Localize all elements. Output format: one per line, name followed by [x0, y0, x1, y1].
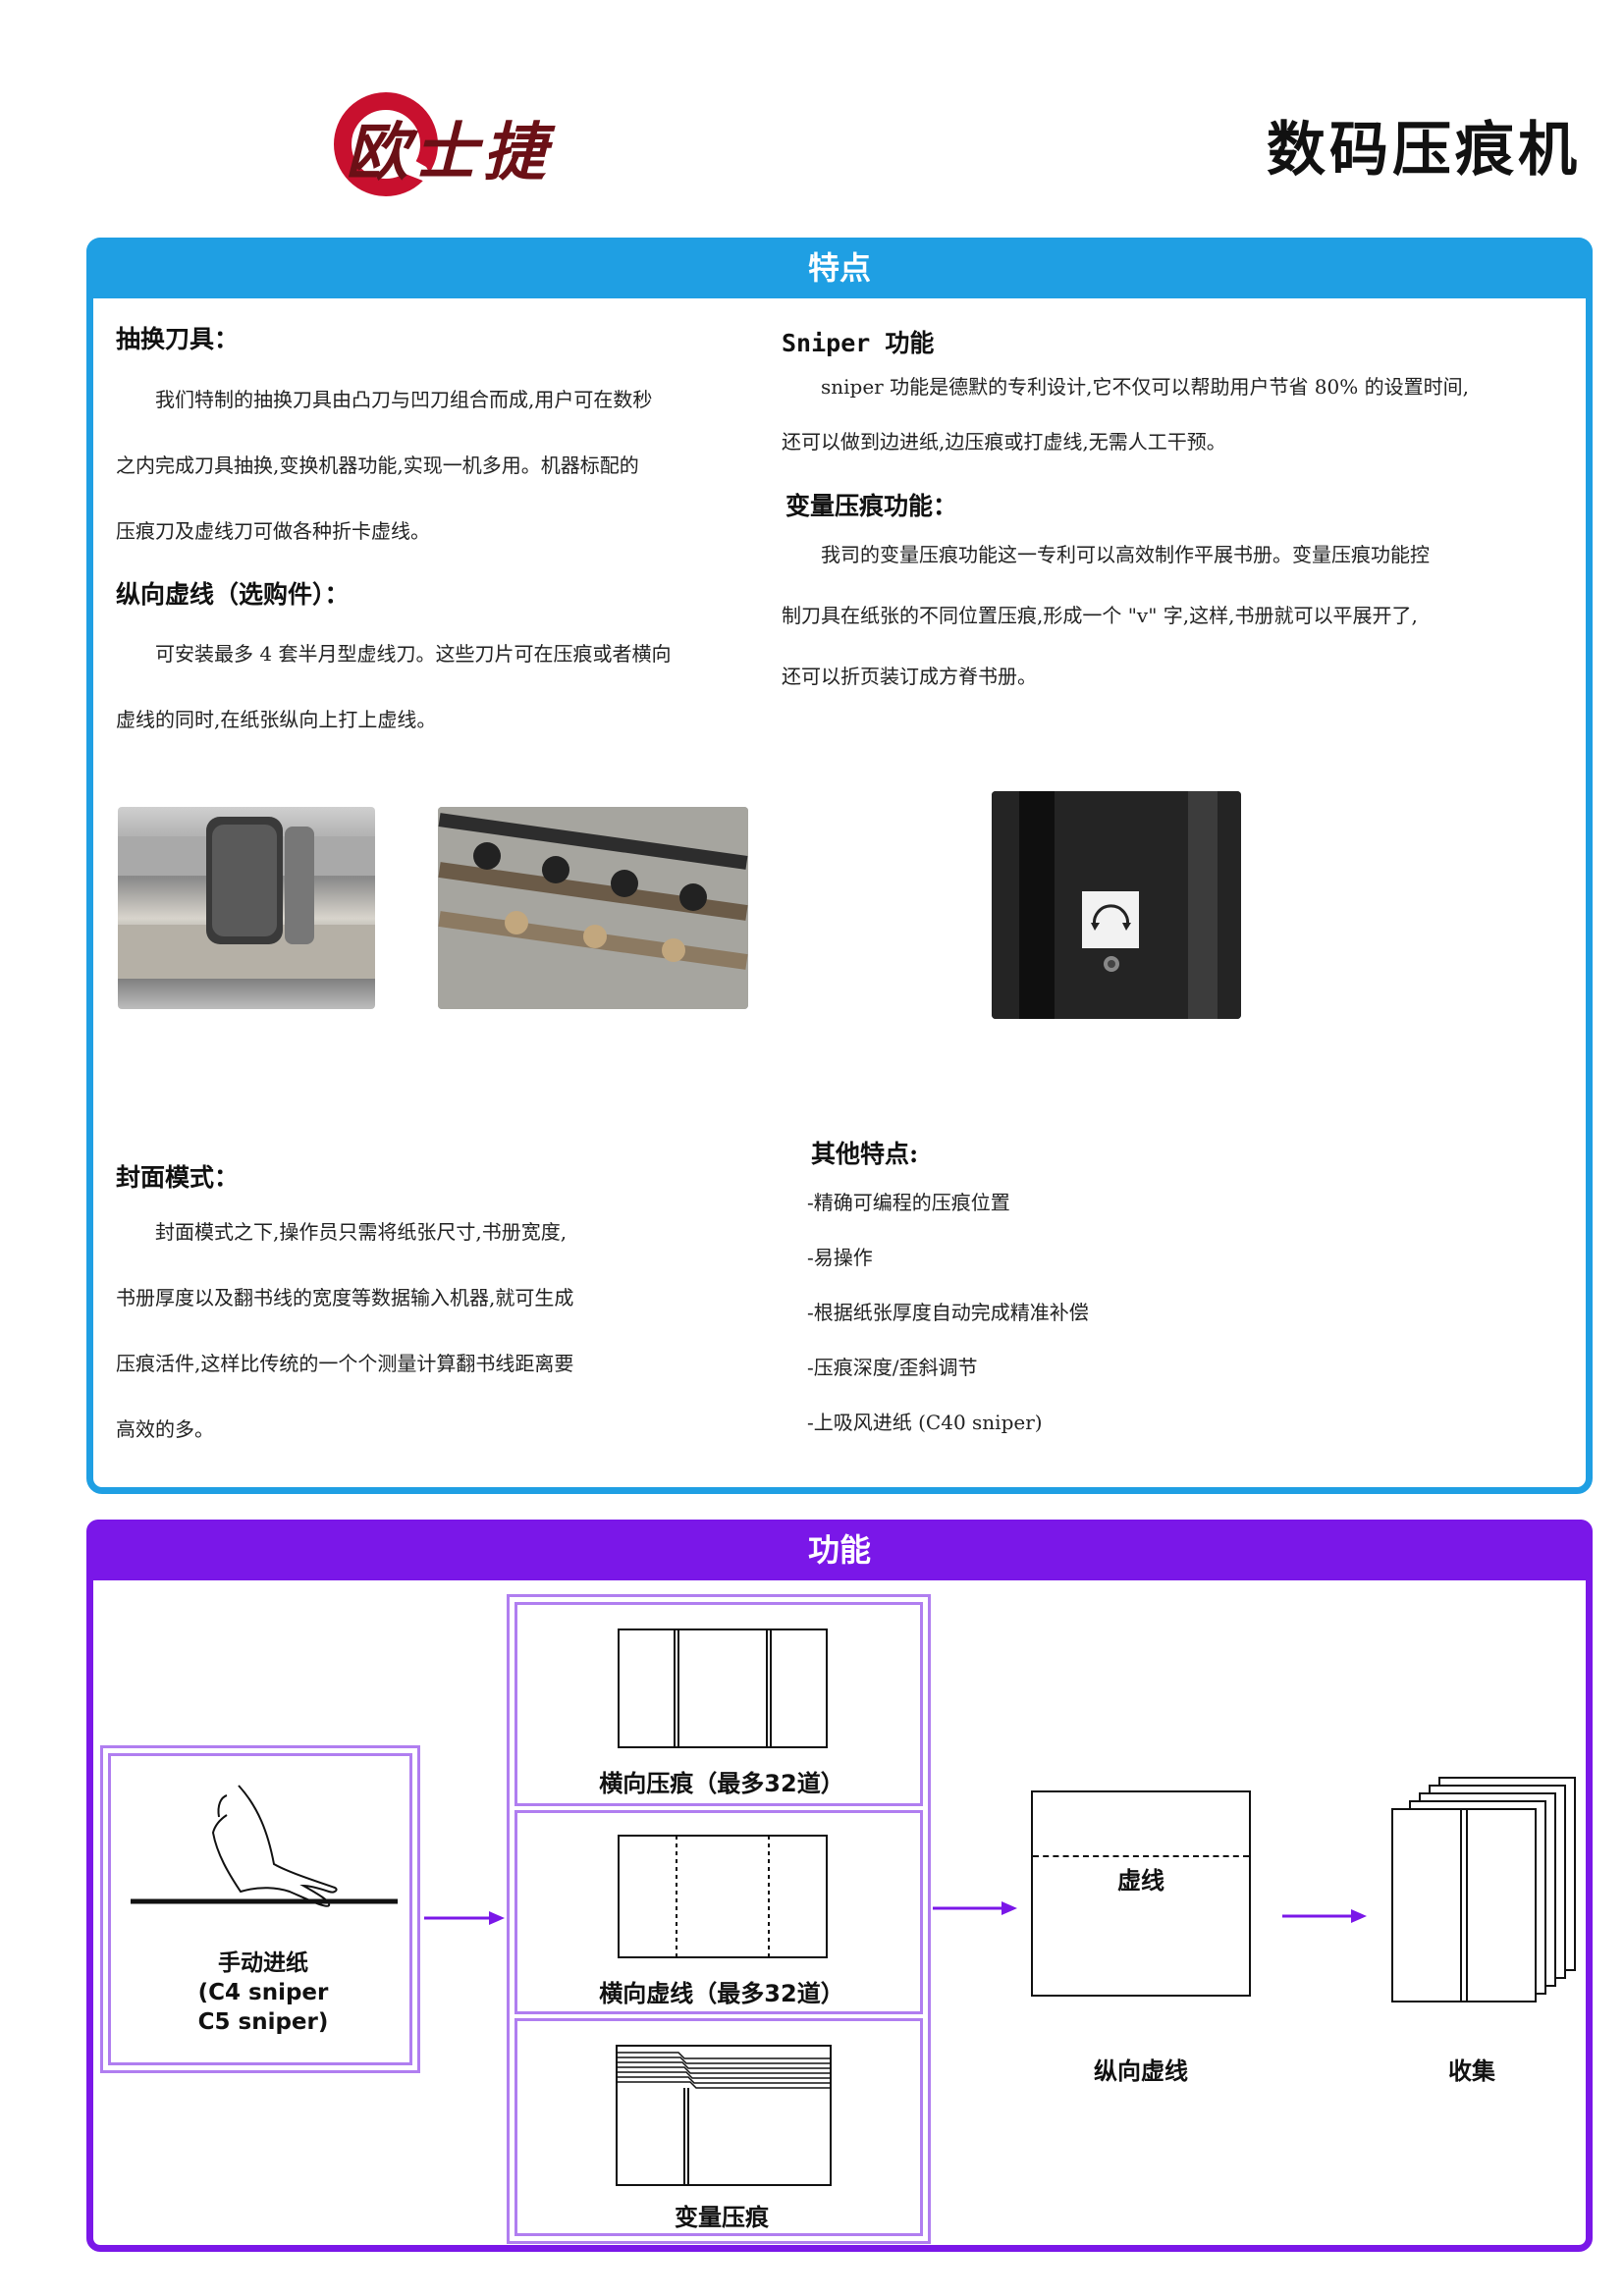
variable-title: 变量压痕功能： [785, 492, 958, 520]
other-list: -精确可编程的压痕位置 -易操作 -根据纸张厚度自动完成精准补偿 -压痕深度/歪… [807, 1175, 1396, 1450]
blade-title: 抽换刀具： [116, 325, 240, 353]
crease-line [617, 2081, 831, 2089]
crease-line [617, 2056, 831, 2064]
text-line: 书册厚度以及翻书线的宽度等数据输入机器,就可生成 [116, 1286, 574, 1309]
feed-label-1: 手动进纸 [218, 1950, 308, 1976]
other-title: 其他特点: [811, 1140, 919, 1168]
collect-stack-icon [1391, 1777, 1576, 2002]
long-perf-sheet: 虚线 [1031, 1790, 1251, 1997]
text-line: 之内完成刀具抽换,变换机器功能,实现一机多用。机器标配的 [116, 454, 639, 477]
text-line: 我司的变量压痕功能这一专利可以高效制作平展书册。变量压痕功能控 [821, 543, 1430, 566]
text-line: 虚线的同时,在纸张纵向上打上虚线。 [116, 708, 437, 731]
text-line: 还可以折页装订成方脊书册。 [782, 665, 1037, 688]
variable-label: 变量压痕 [675, 2204, 769, 2231]
text-line: 压痕刀及虚线刀可做各种折卡虚线。 [116, 519, 430, 543]
blade-photo [118, 807, 375, 1009]
feed-caption: 手动进纸 (C4 sniper C5 sniper) [111, 1949, 415, 2037]
long-perf-label: 纵向虚线 [1094, 2057, 1188, 2085]
features-heading: 特点 [86, 238, 1593, 298]
crease-line [617, 2066, 831, 2074]
dash-line [1033, 1855, 1249, 1857]
arrow-right-icon [933, 1901, 1017, 1915]
cover-paragraph: 封面模式之下,操作员只需将纸张尺寸,书册宽度, 书册厚度以及翻书线的宽度等数据输… [116, 1200, 744, 1463]
collect-label: 收集 [1448, 2057, 1495, 2085]
list-item: -易操作 [807, 1246, 873, 1269]
brand-name: 欧士捷 [346, 117, 552, 189]
sniper-paragraph: sniper 功能是德默的专利设计,它不仅可以帮助用户节省 80% 的设置时间,… [782, 359, 1577, 469]
brand-logo [334, 92, 438, 196]
text-line: 可安装最多 4 套半月型虚线刀。这些刀片可在压痕或者横向 [155, 642, 672, 666]
list-item: -根据纸张厚度自动完成精准补偿 [807, 1301, 1089, 1324]
crease-sheet-icon [618, 1629, 828, 1748]
crease-line [617, 2076, 831, 2084]
text-line: 压痕活件,这样比传统的一个个测量计算翻书线距离要 [116, 1352, 574, 1375]
dash-text: 虚线 [1117, 1867, 1164, 1895]
text-line: 高效的多。 [116, 1417, 214, 1441]
crease-line [617, 2071, 831, 2079]
arrow-right-icon [1282, 1909, 1367, 1923]
sniper-title: Sniper 功能 [782, 329, 935, 357]
text-line: 制刀具在纸张的不同位置压痕,形成一个 "v" 字,这样,书册就可以平展开了, [782, 604, 1418, 627]
crease-label: 横向压痕（最多32道） [599, 1770, 844, 1797]
text-line: 我们特制的抽换刀具由凸刀与凹刀组合而成,用户可在数秒 [155, 388, 653, 411]
text-line: sniper 功能是德默的专利设计,它不仅可以帮助用户节省 80% 的设置时间, [821, 375, 1469, 399]
list-item: -压痕深度/歪斜调节 [807, 1356, 978, 1379]
perf-title: 纵向虚线（选购件）： [116, 580, 350, 609]
list-item: -精确可编程的压痕位置 [807, 1191, 1010, 1214]
perf-box: 横向虚线（最多32道） [514, 1810, 923, 2014]
function-heading: 功能 [86, 1520, 1593, 1580]
feed-label-2: (C4 sniper [197, 1980, 329, 2005]
perf-label: 横向虚线（最多32道） [599, 1980, 844, 2007]
variable-box: 变量压痕 [514, 2018, 923, 2236]
list-item: -上吸风进纸 (C40 sniper) [807, 1411, 1043, 1434]
process-outer-box [507, 1594, 931, 2244]
perf-paragraph: 可安装最多 4 套半月型虚线刀。这些刀片可在压痕或者横向 虚线的同时,在纸张纵向… [116, 621, 764, 753]
blade-paragraph: 我们特制的抽换刀具由凸刀与凹刀组合而成,用户可在数秒 之内完成刀具抽换,变换机器… [116, 367, 744, 564]
cover-title: 封面模式： [116, 1163, 240, 1192]
crease-line [617, 2061, 831, 2069]
variable-sheet-icon [616, 2045, 832, 2186]
feed-label-3: C5 sniper) [197, 2009, 329, 2035]
text-line: 还可以做到边进纸,边压痕或打虚线,无需人工干预。 [782, 430, 1226, 454]
sniper-panel-photo [992, 791, 1241, 1019]
feed-inner-box: 手动进纸 (C4 sniper C5 sniper) [108, 1753, 412, 2065]
text-line: 封面模式之下,操作员只需将纸张尺寸,书册宽度, [155, 1220, 568, 1244]
rollers-photo [438, 807, 748, 1009]
perf-sheet-icon [618, 1835, 828, 1958]
arrow-right-icon [424, 1911, 505, 1925]
feed-outer-box [100, 1745, 420, 2073]
variable-paragraph: 我司的变量压痕功能这一专利可以高效制作平展书册。变量压痕功能控 制刀具在纸张的不… [782, 524, 1577, 707]
crease-line [617, 2052, 831, 2059]
hand-feed-icon [131, 1785, 398, 1907]
page-title: 数码压痕机 [1267, 116, 1581, 185]
crease-box: 横向压痕（最多32道） [514, 1602, 923, 1806]
